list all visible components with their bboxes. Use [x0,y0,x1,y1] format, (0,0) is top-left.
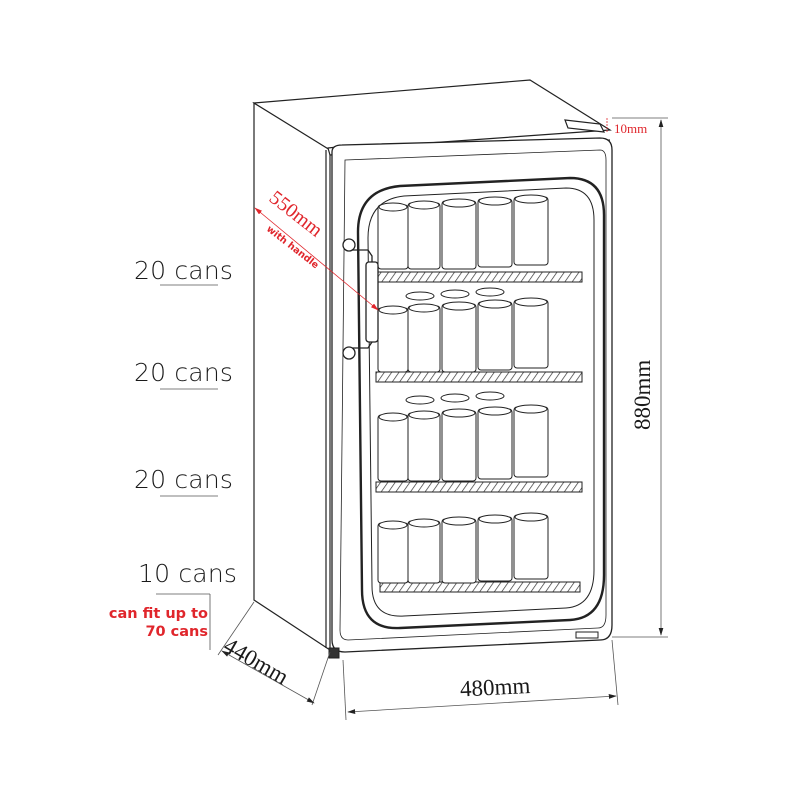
depth-dimension-label: 440mm [220,633,293,690]
shelf-3-capacity: 20 cans [134,465,234,494]
dimension-lines [156,117,668,721]
shelf-4-capacity: 10 cans [138,559,238,588]
width-dimension-label: 480mm [459,673,531,702]
top-clearance-label: 10mm [614,121,647,136]
capacity-note-line1: can fit up to [108,606,208,622]
shelf-1-capacity: 20 cans [134,256,234,285]
shelf-racks [375,271,583,593]
capacity-note-line2: 70 cans [145,624,208,640]
total-capacity-note: can fit up to 70 cans [109,605,208,641]
cans [377,194,549,584]
depth-with-handle-dimension [254,207,379,311]
shelf-2-capacity: 20 cans [134,358,234,387]
height-dimension-label: 880mm [630,360,655,430]
feet [328,631,599,659]
cabinet-side [253,101,331,652]
